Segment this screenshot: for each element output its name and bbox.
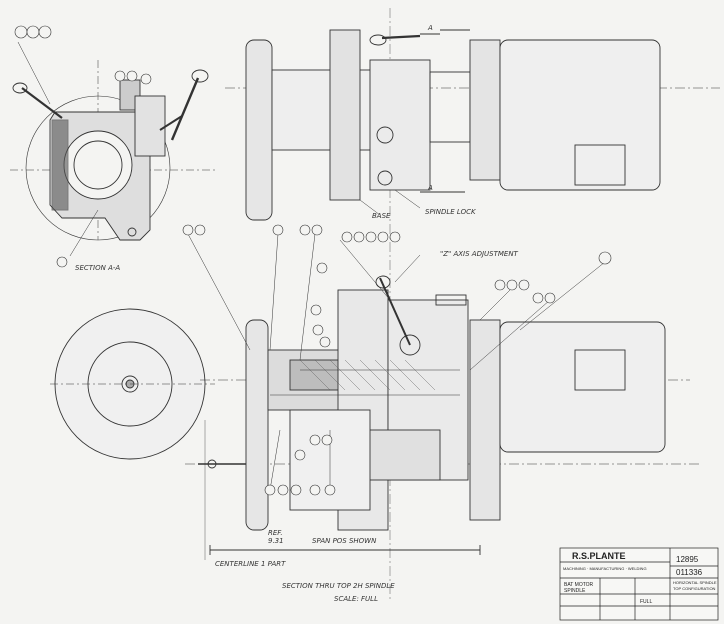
main-section-view xyxy=(185,275,700,560)
section-title: SECTION THRU TOP 2H SPINDLE xyxy=(282,582,395,590)
description-2: TOP CONFIGURATION xyxy=(673,586,716,591)
part-name-1: BAT MOTOR xyxy=(564,582,594,588)
cut-line-a-bottom: A xyxy=(427,184,433,192)
centerline-label: CENTERLINE 1 PART xyxy=(215,560,286,568)
part-name-2: SPINDLE xyxy=(564,588,586,594)
plan-view xyxy=(225,8,720,600)
company-tagline: MACHINING · MANUFACTURING · WELDING xyxy=(563,566,647,571)
spindle-lock-label: SPINDLE LOCK xyxy=(425,208,477,216)
section-a-a-view xyxy=(10,41,215,257)
scale-label: SCALE: FULL xyxy=(334,595,378,603)
dimension-note: SPAN POS SHOWN xyxy=(312,537,377,545)
company-name: R.S.PLANTE xyxy=(572,551,626,561)
bubbles-section-aa xyxy=(14,25,152,268)
description-1: HORIZONTAL SPINDLE xyxy=(673,580,717,585)
title-block xyxy=(559,547,719,621)
base-label: BASE xyxy=(372,212,391,220)
dimension-ref: REF. xyxy=(268,529,283,537)
job-number: 12895 xyxy=(676,555,699,564)
dimension-value: 9.31 xyxy=(268,537,284,545)
leader-lines xyxy=(187,233,606,491)
cut-line-a-top: A xyxy=(427,24,433,32)
bubbles-main-section xyxy=(182,224,612,496)
section-aa-label: SECTION A-A xyxy=(75,264,120,272)
drawing-number: 011336 xyxy=(676,568,703,577)
scale-value: FULL xyxy=(640,599,652,605)
handwheel-end-view xyxy=(50,308,215,460)
z-axis-label: "Z" AXIS ADJUSTMENT xyxy=(440,250,519,258)
